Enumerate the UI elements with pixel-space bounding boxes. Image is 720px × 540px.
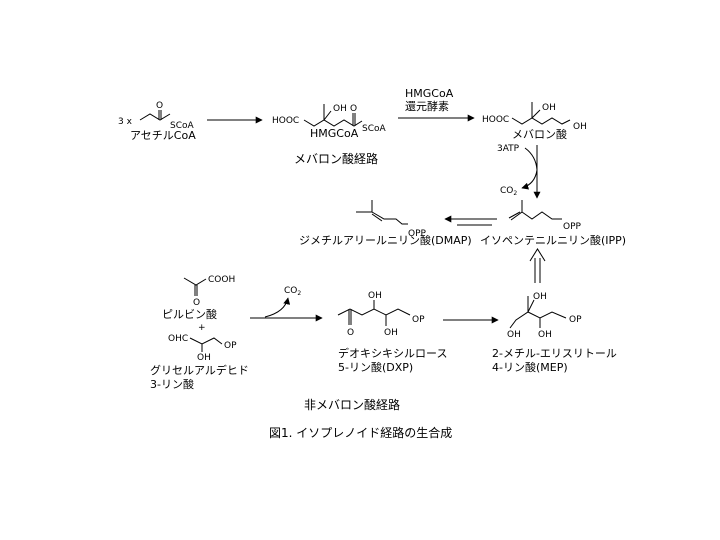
hmgcoa-scoa: SCoA [362,124,387,134]
acetyl-coa-scoa: SCoA [170,121,195,131]
acetyl-coa-oxygen: O [156,101,163,111]
hmgcoa-structure: HOOC OH O SCoA HMGCoA [272,104,387,140]
g3p-ohc: OHC [168,334,188,344]
g3p-structure: OHC OP OH グリセルアルデヒド 3-リン酸 [150,334,249,391]
g3p-label-line2: 3-リン酸 [150,377,194,391]
g3p-op: OP [224,341,237,351]
plus-sign: + [198,323,206,333]
dmapp-structure: OPP ジメチルアリールニリン酸(DMAP) [299,200,472,247]
mevalonate-hooc: HOOC [482,115,509,125]
dxp-structure: OH OP O OH デオキシキシルロース 5-リン酸(DXP) [337,291,447,374]
pyruvate-label: ピルビン酸 [162,307,217,321]
mevalonate-pathway-label: メバロン酸経路 [294,151,378,166]
mevalonate-hydroxyl-primary: OH [573,122,587,132]
arrow-mep-to-ipp [529,248,546,283]
figure-caption: 図1. イソプレノイド経路の生合成 [269,425,452,440]
enzyme-label-reductase: 還元酵素 [405,100,449,113]
co2-release-curve [521,169,538,190]
mep-op: OP [569,315,582,325]
acetyl-coa-label: アセチルCoA [130,129,196,142]
dxp-oxygen: O [347,328,354,338]
atp-label: 3ATP [497,144,520,154]
mevalonate-hydroxyl-tertiary: OH [542,103,556,113]
hmgcoa-hooc: HOOC [272,116,299,126]
dmapp-label: ジメチルアリールニリン酸(DMAP) [299,233,472,247]
mevalonate-structure: HOOC OH OH メバロン酸 [482,102,587,141]
mep-structure: OH OP OH OH 2-メチル-エリスリトール 4-リン酸(MEP) [492,292,617,374]
hmgcoa-label: HMGCoA [310,127,359,140]
dxp-label-line2: 5-リン酸(DXP) [338,360,413,374]
atp-curve [524,147,538,171]
mep-label-line2: 4-リン酸(MEP) [492,360,568,374]
mep-hydroxyl-primary: OH [507,330,521,340]
dmapp-opp: OPP [408,229,427,239]
ipp-opp: OPP [563,222,582,232]
dxp-hydroxyl-lower: OH [384,328,398,338]
hmgcoa-oxygen: O [350,104,357,114]
mep-hydroxyl-secondary: OH [538,330,552,340]
pyruvate-cooh: COOH [208,275,235,285]
g3p-label-line1: グリセルアルデヒド [150,363,249,377]
hmgcoa-hydroxyl: OH [333,104,347,114]
mep-label-line1: 2-メチル-エリスリトール [492,347,617,360]
mep-hydroxyl-tertiary: OH [533,292,547,302]
pyruvate-oxygen: O [193,298,200,308]
acetyl-coa-structure: 3 x O SCoA アセチルCoA [118,101,196,142]
pyruvate-structure: COOH O ピルビン酸 [162,275,235,321]
enzyme-label-hmgcoa: HMGCoA [405,87,454,100]
acetyl-coa-multiplier: 3 x [118,117,133,127]
non-mevalonate-pathway-label: 非メバロン酸経路 [304,397,400,412]
co2-label-mev: CO2 [500,186,517,197]
co2-release-curve-dxp [264,297,291,318]
dxp-op: OP [412,315,425,325]
ipp-structure: OPP イソペンテニルニリン酸(IPP) [480,200,626,247]
ipp-label: イソペンテニルニリン酸(IPP) [480,233,626,247]
g3p-hydroxyl: OH [197,353,211,363]
mevalonate-label: メバロン酸 [512,127,567,141]
dxp-hydroxyl-upper: OH [368,291,382,301]
co2-label-nonmev: CO2 [284,286,301,297]
dxp-label-line1: デオキシキシルロース [338,346,447,360]
